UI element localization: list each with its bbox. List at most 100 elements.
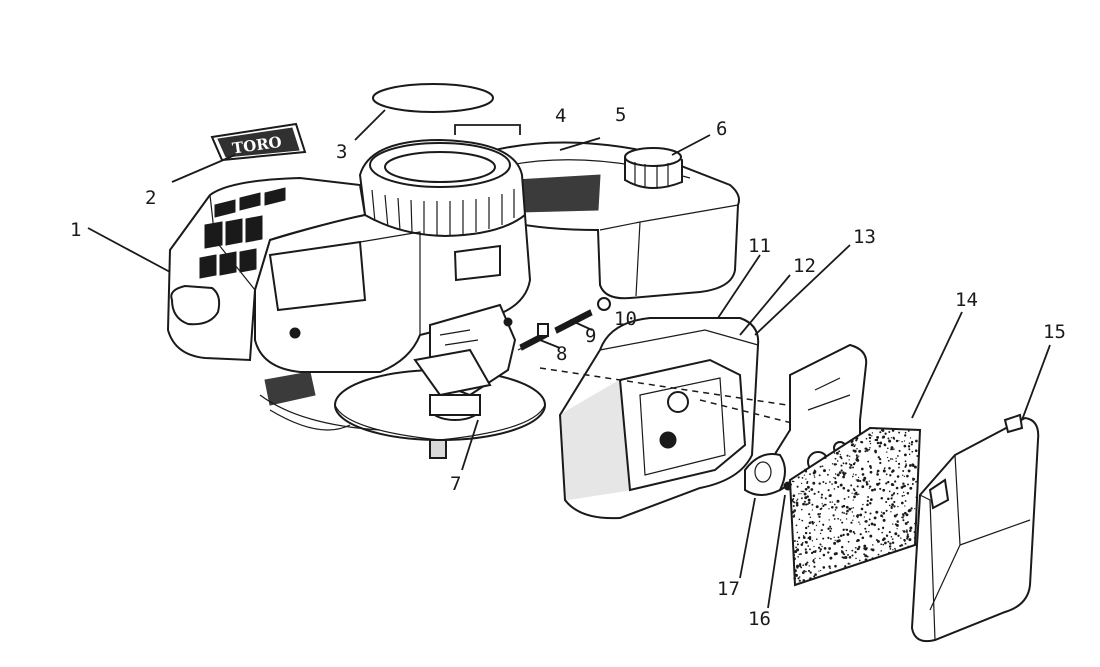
filter-stipple-dot (868, 487, 870, 489)
filter-stipple-dot (887, 497, 890, 501)
filter-stipple-dot (834, 564, 837, 568)
filter-stipple-dot (883, 467, 886, 470)
filter-stipple-dot (845, 549, 848, 552)
filter-stipple-dot (902, 470, 905, 472)
callout-8: 8 (556, 343, 567, 365)
filter-stipple-dot (834, 477, 837, 480)
filter-stipple-dot (792, 494, 796, 498)
filter-stipple-dot (813, 492, 816, 495)
filter-stipple-dot (909, 529, 912, 532)
filter-stipple-dot (845, 462, 848, 465)
filter-stipple-dot (801, 477, 804, 479)
filter-stipple-dot (864, 447, 867, 450)
filter-stipple-dot (842, 533, 845, 537)
filter-stipple-dot (797, 476, 800, 479)
filter-stipple-dot (808, 490, 811, 493)
filter-stipple-dot (891, 469, 895, 473)
filter-stipple-dot (798, 563, 802, 566)
filter-stipple-dot (795, 503, 799, 507)
filter-stipple-dot (902, 514, 905, 517)
filter-stipple-dot (892, 492, 895, 495)
filter-stipple-dot (877, 553, 880, 556)
filter-stipple-dot (885, 500, 888, 504)
filter-stipple-dot (882, 435, 886, 439)
filter-stipple-dot (866, 503, 869, 507)
filter-stipple-dot (905, 530, 908, 533)
part-14-filter-element (788, 426, 922, 587)
filter-stipple-dot (874, 449, 877, 453)
filter-stipple-dot (818, 515, 821, 518)
callout-7: 7 (450, 473, 461, 495)
filter-stipple-dot (858, 521, 860, 523)
filter-stipple-dot (843, 553, 846, 556)
filter-stipple-dot (893, 448, 895, 450)
filter-stipple-dot (811, 503, 814, 506)
filter-stipple-dot (827, 551, 830, 554)
filter-stipple-dot (842, 471, 845, 475)
callout-6: 6 (716, 118, 727, 140)
filter-stipple-dot (829, 481, 831, 483)
filter-stipple-dot (878, 482, 881, 485)
filter-stipple-dot (888, 439, 892, 443)
filter-stipple-dot (903, 484, 906, 488)
part-2-decal: TORO (210, 122, 307, 162)
filter-stipple-dot (803, 474, 806, 476)
filter-stipple-dot (855, 493, 858, 496)
filter-stipple-dot (819, 548, 822, 551)
callout-3: 3 (336, 141, 347, 163)
filter-stipple-dot (888, 466, 890, 469)
callout-15: 15 (1043, 321, 1066, 343)
filter-stipple-dot (877, 528, 880, 531)
filter-stipple-dot (819, 465, 822, 468)
filter-stipple-dot (793, 569, 797, 573)
filter-stipple-dot (889, 531, 891, 533)
filter-stipple-dot (885, 482, 888, 485)
filter-stipple-dot (809, 473, 811, 476)
filter-stipple-dot (803, 569, 806, 572)
filter-stipple-dot (812, 560, 814, 563)
filter-stipple-dot (805, 526, 808, 530)
filter-stipple-dot (898, 462, 901, 465)
filter-stipple-dot (819, 513, 822, 515)
filter-stipple-dot (856, 539, 859, 542)
filter-stipple-dot (805, 570, 807, 573)
filter-stipple-dot (813, 545, 815, 548)
filter-stipple-dot (846, 454, 849, 457)
filter-stipple-dot (847, 553, 849, 556)
filter-stipple-dot (804, 487, 808, 491)
filter-stipple-dot (808, 513, 811, 516)
filter-stipple-dot (880, 543, 883, 546)
filter-stipple-dot (813, 565, 816, 568)
filter-stipple-dot (791, 480, 794, 483)
filter-stipple-dot (915, 480, 917, 483)
filter-stipple-dot (903, 444, 907, 448)
filter-stipple-dot (846, 532, 850, 536)
filter-stipple-dot (902, 482, 905, 485)
filter-stipple-dot (842, 473, 846, 476)
filter-stipple-dot (802, 579, 806, 582)
filter-stipple-dot (868, 440, 871, 443)
filter-stipple-dot (890, 497, 893, 500)
filter-stipple-dot (851, 511, 854, 513)
filter-stipple-dot (897, 534, 900, 537)
filter-stipple-dot (804, 531, 808, 535)
filter-stipple-dot (798, 493, 800, 495)
filter-stipple-dot (793, 501, 796, 504)
filter-stipple-dot (839, 519, 842, 521)
filter-stipple-dot (808, 501, 811, 504)
filter-stipple-dot (913, 531, 916, 534)
callout-10: 10 (614, 308, 637, 330)
filter-stipple-dot (851, 475, 854, 478)
callout-17: 17 (717, 578, 740, 600)
filter-stipple-dot (809, 516, 812, 519)
filter-stipple-dot (812, 481, 816, 485)
filter-stipple-dot (826, 473, 829, 476)
filter-stipple-dot (882, 516, 884, 518)
filter-stipple-dot (792, 498, 795, 500)
filter-stipple-dot (817, 546, 821, 549)
filter-stipple-dot (843, 512, 846, 514)
filter-stipple-dot (841, 505, 844, 508)
filter-stipple-dot (822, 566, 826, 569)
filter-stipple-dot (811, 540, 814, 542)
filter-stipple-dot (891, 538, 894, 540)
